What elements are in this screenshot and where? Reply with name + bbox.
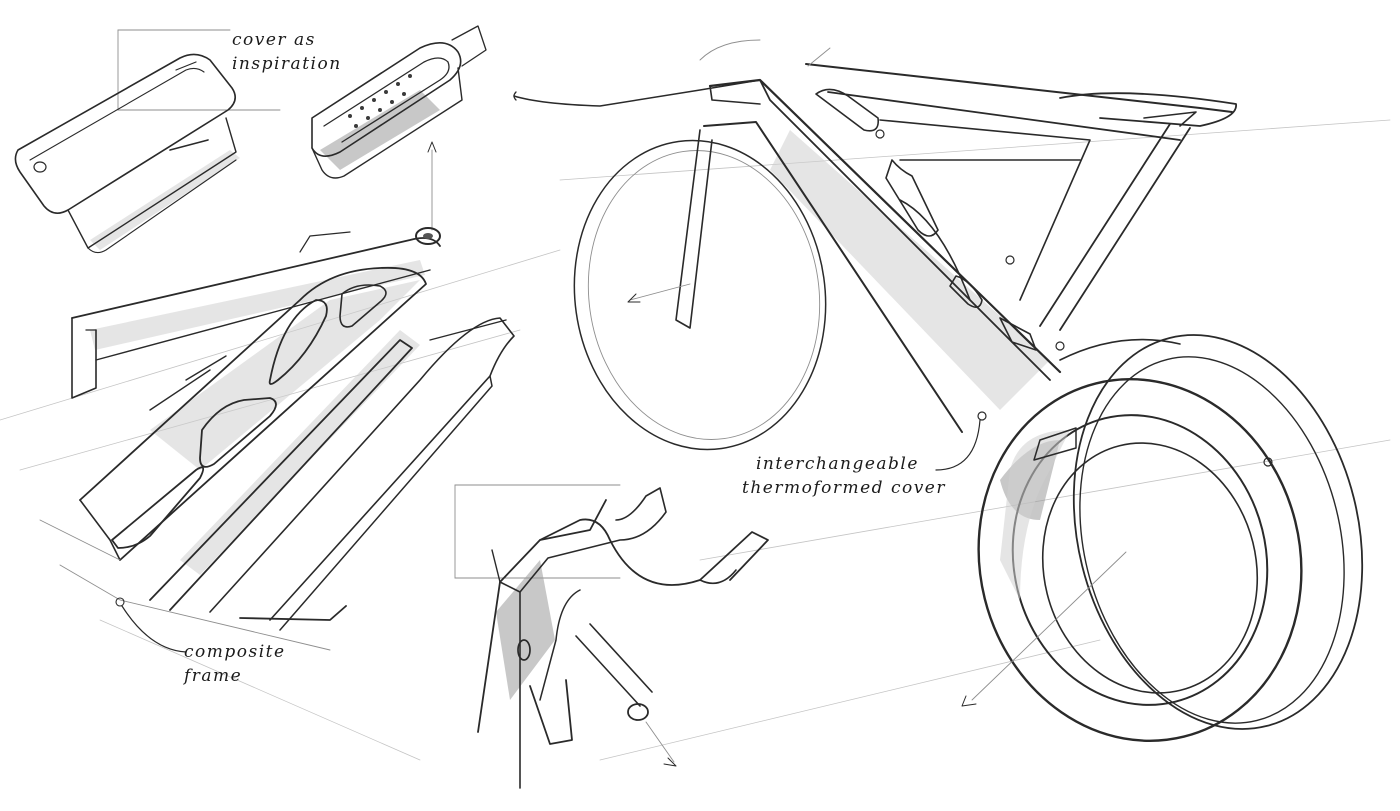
annotation-line: interchangeable [756, 454, 919, 474]
phone-cover-sketch [14, 29, 281, 254]
bracket-detail-sketch [454, 484, 769, 789]
bicycle-sketch [513, 39, 1364, 742]
annotation-line: cover as [232, 30, 316, 50]
clip-detail-sketch [311, 25, 487, 231]
composite-frame-sketch [39, 227, 515, 653]
vent-holes [348, 74, 412, 128]
annotation-composite-frame: composite frame [184, 640, 286, 688]
annotation-line: thermoformed cover [742, 478, 946, 498]
construction-lines [0, 119, 1391, 761]
annotation-thermoformed-cover: interchangeable thermoformed cover [742, 452, 946, 500]
annotation-cover-inspiration: cover as inspiration [232, 28, 342, 76]
annotation-line: frame [184, 666, 243, 686]
annotation-line: composite [184, 642, 286, 662]
annotation-line: inspiration [232, 54, 342, 74]
